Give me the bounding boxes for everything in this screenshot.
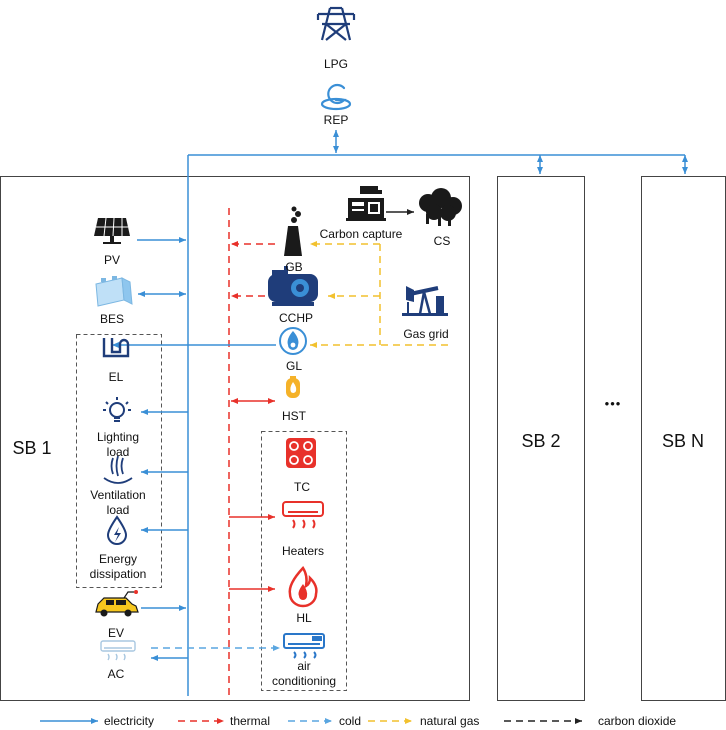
air-conditioner-icon <box>283 633 325 659</box>
ellipsis-label: ••• <box>604 396 622 411</box>
load-group-box <box>76 334 162 588</box>
sb1-box <box>0 176 470 701</box>
bes-label: BES <box>99 312 124 326</box>
energy-dissipation-icon <box>106 515 128 545</box>
rep-label: REP <box>323 113 349 127</box>
electric-vehicle-icon <box>95 590 139 617</box>
hst-label: HST <box>282 409 306 423</box>
energy-dissipation-label: Energy dissipation <box>89 552 147 581</box>
cchp-icon <box>268 266 318 306</box>
hl-label: HL <box>296 611 312 625</box>
sb1-label: SB 1 <box>12 438 52 458</box>
tc-label: TC <box>294 480 310 494</box>
heaters-label: Heaters <box>281 544 325 558</box>
carbon-capture-icon <box>346 186 386 221</box>
heater-icon <box>282 501 324 529</box>
carbon-capture-label: Carbon capture <box>319 227 403 241</box>
thermal-group-box <box>261 431 347 691</box>
top-bus <box>187 130 688 176</box>
cchp-label: CCHP <box>278 311 313 325</box>
legend-electricity: electricity <box>104 714 155 728</box>
electric-links <box>112 237 276 661</box>
el-label: EL <box>108 370 124 384</box>
legend-cold: cold <box>339 714 362 728</box>
gas-boiler-icon <box>284 206 302 256</box>
rep-icon <box>320 83 352 111</box>
battery-icon <box>95 276 133 307</box>
legend-carbon-dioxide: carbon dioxide <box>598 714 677 728</box>
heat-load-flame-icon <box>288 565 318 608</box>
pump-jack-icon <box>402 286 448 316</box>
gas-load-icon <box>279 327 307 355</box>
pv-label: PV <box>103 253 120 267</box>
transmission-tower-icon <box>316 6 356 41</box>
legend-natural-gas: natural gas <box>420 714 480 728</box>
gas-grid-label: Gas grid <box>403 327 449 341</box>
ac-unit-icon <box>100 640 136 661</box>
cooktop-icon <box>286 438 316 468</box>
lighting-load-label: Lighting load <box>96 430 140 459</box>
air-conditioning-label: air conditioning <box>272 659 337 688</box>
sb2-label: SB 2 <box>521 431 561 451</box>
gl-label: GL <box>285 359 302 373</box>
light-bulb-icon <box>103 397 131 422</box>
gb-label: GB <box>285 260 303 274</box>
solar-panel-icon <box>94 217 130 244</box>
ventilation-load-label: Ventilation load <box>90 488 146 517</box>
thermal-links <box>229 241 275 592</box>
heat-storage-icon <box>286 376 300 398</box>
sb2-box <box>497 176 585 701</box>
ventilation-icon <box>103 455 133 484</box>
ev-label: EV <box>107 626 124 640</box>
lpg-label: LPG <box>323 57 348 71</box>
sbn-label: SB N <box>661 431 704 451</box>
gas-links <box>310 241 448 348</box>
electrolyzer-icon <box>102 338 130 358</box>
ac-label: AC <box>107 667 125 681</box>
carbon-storage-icon <box>419 188 462 226</box>
cs-label: CS <box>433 234 451 248</box>
legend-thermal: thermal <box>230 714 271 728</box>
